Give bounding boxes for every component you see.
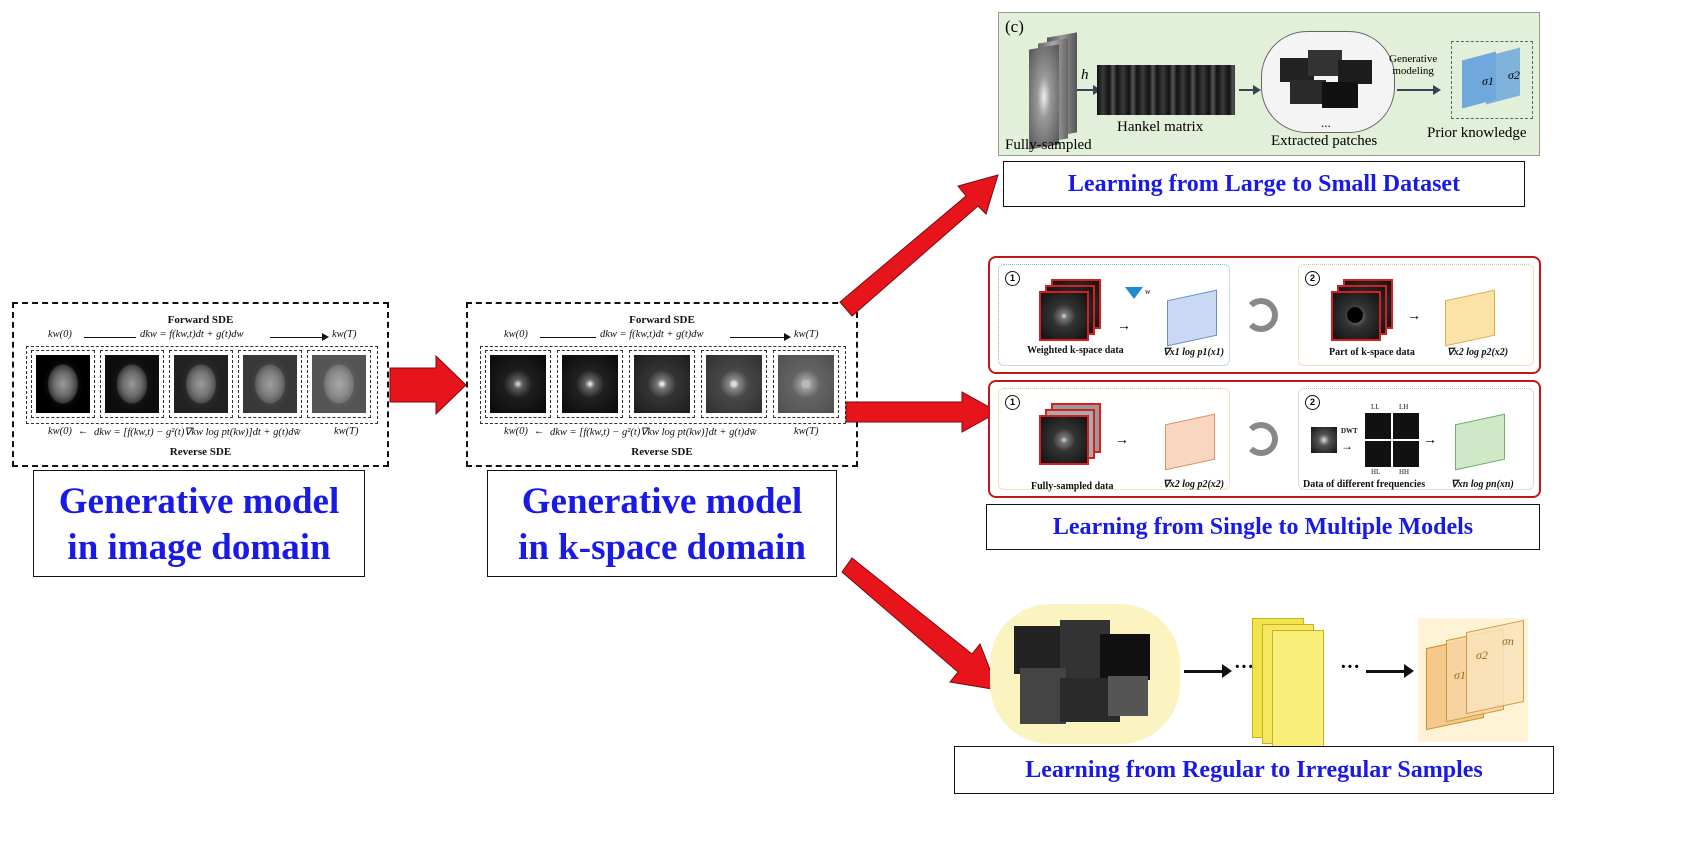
arrow-image-to-kspace xyxy=(389,354,467,416)
kspace-domain-label: Generative model in k-space domain xyxy=(487,470,837,577)
cycle-icon xyxy=(1244,298,1278,332)
kspace-image-1 xyxy=(485,350,551,418)
prior-knowledge-label: Prior knowledge xyxy=(1427,125,1527,141)
dwt-label: DWT xyxy=(1341,427,1358,435)
network-layers xyxy=(1252,618,1334,750)
panel-frequency: 1 → Fully-sampled data ∇x2 log p2(x2) 2 … xyxy=(988,380,1541,498)
panel-irregular: ··· ··· σ1 σ2 σn xyxy=(990,604,1550,750)
large-small-label: Learning from Large to Small Dataset xyxy=(1003,161,1525,207)
arrow-to-regular-irregular xyxy=(841,557,999,691)
image-domain-label-line2: in image domain xyxy=(67,527,331,568)
brain-image-5 xyxy=(307,350,371,418)
reverse-eq: dkw = [f(kw,t) − g²(t)∇kw log pt(kw)]dt … xyxy=(550,427,757,438)
score-plot-blue xyxy=(1167,289,1217,347)
kspace-image-3 xyxy=(629,350,695,418)
arrow-to-single-multiple xyxy=(845,391,1000,433)
weighted-kspace-stack xyxy=(1039,291,1089,341)
weighted-label: Weighted k-space data xyxy=(1027,345,1124,356)
fully-sampled-label: Fully-sampled xyxy=(1005,137,1092,153)
generative-modeling-label: Generative modeling xyxy=(1389,53,1438,77)
reverse-right: kw(T) xyxy=(794,426,819,437)
score-plot-yellow xyxy=(1445,289,1495,347)
forward-eq: dkw = f(kw,t)dt + g(t)dw xyxy=(140,329,244,340)
irregular-score-panels: σ1 σ2 σn xyxy=(1418,618,1528,742)
grad1-label: ∇x1 log p1(x1) xyxy=(1163,347,1225,358)
forward-eq: dkw = f(kw,t)dt + g(t)dw xyxy=(600,329,704,340)
score-plot-orange xyxy=(1165,413,1215,471)
lh-block xyxy=(1393,413,1419,439)
gradn-label: ∇xn log pn(xn) xyxy=(1451,479,1514,490)
patches-cloud xyxy=(1261,31,1395,133)
ellipsis-1: ··· xyxy=(1234,656,1255,678)
panel-tag: (c) xyxy=(1005,17,1024,36)
kspace-domain-label-line2: in k-space domain xyxy=(518,527,806,568)
kspace-domain-sde-panel: Forward SDE kw(0) dkw = f(kw,t)dt + g(t)… xyxy=(466,302,858,467)
grad2-label: ∇x2 log p2(x2) xyxy=(1447,347,1509,358)
fully-label: Fully-sampled data xyxy=(1031,481,1114,492)
reverse-left: kw(0) xyxy=(504,426,528,437)
fully-sampled-stack xyxy=(1029,32,1077,150)
panel-weighted-kspace: 1 w → Weighted k-space data ∇x1 log p1(x… xyxy=(988,256,1541,374)
hh-block xyxy=(1393,441,1419,467)
reverse-right: kw(T) xyxy=(334,426,359,437)
brain-image-3 xyxy=(169,350,233,418)
grad2-label: ∇x2 log p2(x2) xyxy=(1163,479,1225,490)
forward-sde-title: Forward SDE xyxy=(167,314,234,326)
brain-image-2 xyxy=(100,350,164,418)
brain-image-4 xyxy=(238,350,302,418)
image-domain-label: Generative model in image domain xyxy=(33,470,365,577)
h-label: h xyxy=(1081,67,1089,83)
diff-freq-label: Data of different frequencies xyxy=(1303,479,1426,490)
forward-arrowhead xyxy=(322,333,329,341)
reverse-left: kw(0) xyxy=(48,426,72,437)
kspace-image-5 xyxy=(773,350,839,418)
kspace-sequence xyxy=(480,346,846,424)
part-label: Part of k-space data xyxy=(1329,347,1415,358)
fully-sampled-stack xyxy=(1039,415,1089,465)
ll-block xyxy=(1365,413,1391,439)
forward-right: kw(T) xyxy=(332,329,357,340)
step-number-2: 2 xyxy=(1305,395,1320,410)
reverse-eq: dkw = [f(kw,t) − g²(t)∇kw log pt(kw)]dt … xyxy=(94,427,301,438)
forward-right: kw(T) xyxy=(794,329,819,340)
reverse-sde-title: Reverse SDE xyxy=(631,446,693,458)
patches-label: Extracted patches xyxy=(1271,133,1378,149)
image-domain-label-line1: Generative model xyxy=(58,481,340,522)
forward-line-left xyxy=(84,337,136,338)
step-number-1: 1 xyxy=(1005,395,1020,410)
prior-knowledge-box: σ1 σ2 xyxy=(1451,41,1533,119)
forward-left: kw(0) xyxy=(48,329,72,340)
kspace-image-4 xyxy=(701,350,767,418)
kspace-image-2 xyxy=(557,350,623,418)
hl-block xyxy=(1365,441,1391,467)
regular-irregular-label: Learning from Regular to Irregular Sampl… xyxy=(954,746,1554,794)
step-number-2: 2 xyxy=(1305,271,1320,286)
image-sequence xyxy=(26,346,378,424)
kspace-domain-label-line1: Generative model xyxy=(521,481,803,522)
cycle-icon xyxy=(1244,422,1278,456)
irregular-cloud xyxy=(990,604,1180,744)
score-plot-green xyxy=(1455,413,1505,471)
step-number-1: 1 xyxy=(1005,271,1020,286)
ellipsis-2: ··· xyxy=(1340,656,1361,678)
brain-image-1 xyxy=(31,350,95,418)
forward-left: kw(0) xyxy=(504,329,528,340)
reverse-sde-title: Reverse SDE xyxy=(169,446,232,458)
kspace-small xyxy=(1311,427,1337,453)
hankel-label: Hankel matrix xyxy=(1117,119,1204,135)
hankel-matrix-image xyxy=(1097,65,1235,115)
forward-line-right xyxy=(270,337,324,338)
panel-large-small: (c) Fully-sampled h Hankel matrix ... Ex… xyxy=(998,12,1540,156)
forward-sde-title: Forward SDE xyxy=(629,314,695,326)
patches-dots: ... xyxy=(1321,115,1331,130)
arrow-to-large-small xyxy=(839,174,999,317)
single-multiple-label: Learning from Single to Multiple Models xyxy=(986,504,1540,550)
weight-icon xyxy=(1125,287,1143,299)
image-domain-sde-panel: Forward SDE kw(0) dkw = f(kw,t)dt + g(t)… xyxy=(12,302,389,467)
